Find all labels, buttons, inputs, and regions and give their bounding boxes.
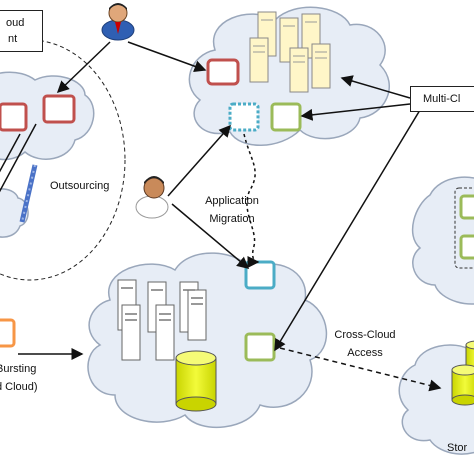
red-vm-box bbox=[206, 58, 240, 86]
cross-cloud-label: Cross-Cloud Access bbox=[325, 328, 405, 360]
label-line: Migration bbox=[209, 213, 255, 225]
label-line: Application bbox=[205, 195, 259, 207]
green-vm-box bbox=[459, 234, 474, 260]
small-cloud bbox=[0, 188, 29, 238]
label-line: Access bbox=[347, 347, 383, 359]
cloud-management-label: oud nt bbox=[0, 10, 43, 52]
red-vm-box bbox=[0, 102, 28, 132]
database-icon bbox=[175, 350, 217, 412]
label-line: Cross-Cloud bbox=[334, 329, 396, 341]
bursting-label: Bursting d Cloud) bbox=[0, 362, 38, 394]
outsourcing-label: Outsourcing bbox=[50, 180, 110, 192]
database-icon bbox=[451, 340, 474, 406]
green-vm-box bbox=[459, 194, 474, 220]
blue-vm-box-migrating bbox=[228, 102, 260, 132]
label-line: oud bbox=[6, 17, 25, 29]
label-line: Bursting bbox=[0, 363, 37, 375]
app-migration-label: Application Migration bbox=[192, 194, 272, 226]
label-line: nt bbox=[8, 33, 18, 45]
green-vm-box bbox=[244, 332, 276, 362]
green-vm-box bbox=[270, 102, 302, 132]
label-line: Multi-Cl bbox=[423, 93, 461, 105]
user-icon bbox=[135, 176, 169, 219]
label-line: d Cloud) bbox=[0, 381, 38, 393]
red-vm-box bbox=[42, 94, 76, 124]
public-cloud-right bbox=[411, 176, 474, 305]
outsourcing-link bbox=[19, 164, 38, 223]
orange-vm-box bbox=[0, 318, 16, 348]
server-icon bbox=[249, 11, 331, 93]
server-icon bbox=[117, 279, 207, 361]
multi-cloud-label: Multi-Cl bbox=[410, 86, 474, 112]
dashed-container bbox=[454, 187, 474, 269]
user-icon bbox=[101, 3, 135, 41]
storage-label: Stor bbox=[447, 442, 468, 454]
blue-vm-box bbox=[244, 260, 276, 290]
